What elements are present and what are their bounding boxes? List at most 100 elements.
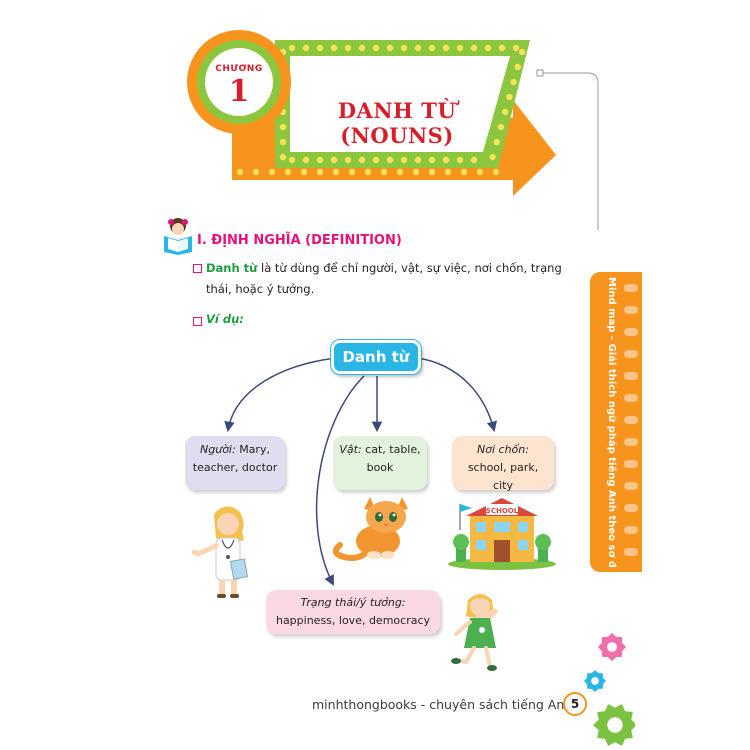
marquee-bulb xyxy=(476,168,484,176)
tab-stripe xyxy=(624,460,638,468)
node-thing-label: Vật: xyxy=(339,443,362,456)
node-state-text: happiness, love, democracy xyxy=(275,614,431,627)
marquee-bulb xyxy=(288,156,296,164)
marquee-bulb xyxy=(236,168,244,176)
side-tab-caption: Mind map - Giải thích ngữ pháp tiếng Anh… xyxy=(606,277,617,567)
marquee-bulb xyxy=(428,168,436,176)
marquee-bulb xyxy=(302,44,310,52)
marquee-bulb xyxy=(372,156,380,164)
girl-illustration xyxy=(451,594,498,671)
tab-stripe xyxy=(624,394,638,402)
marquee-bulb xyxy=(400,156,408,164)
marquee-bulb xyxy=(288,44,296,52)
marquee-bulb xyxy=(456,44,464,52)
node-person-label: Người: xyxy=(200,443,236,456)
marquee-bulb xyxy=(358,156,366,164)
marquee-bulb xyxy=(348,168,356,176)
tab-stripe xyxy=(624,328,638,336)
marquee-bulb xyxy=(414,156,422,164)
marquee-bulb xyxy=(460,168,468,176)
tab-stripe xyxy=(624,438,638,446)
marquee-bulb xyxy=(489,153,496,161)
side-tab-pattern xyxy=(624,284,638,556)
banner-frame xyxy=(275,40,530,168)
marquee-bulb xyxy=(484,44,492,52)
arrow-to-state xyxy=(315,375,365,586)
connector-line xyxy=(536,69,599,230)
marquee-bulb xyxy=(279,123,287,131)
gear-pink-icon xyxy=(598,633,626,661)
node-place-text: school, park, city xyxy=(467,461,539,492)
marquee-bulb xyxy=(386,156,394,164)
mindmap-root: Danh từ xyxy=(331,340,421,374)
gear-blue-icon xyxy=(584,670,606,692)
node-person-text: Mary, teacher, doctor xyxy=(192,443,278,474)
marquee-bulb xyxy=(492,168,500,176)
marquee-bulb xyxy=(470,156,478,164)
marquee-bulb xyxy=(316,156,324,164)
marquee-bulb xyxy=(330,156,338,164)
marquee-bulb xyxy=(510,78,517,86)
footer-publisher: minhthongbooks - chuyên sách tiếng Anh xyxy=(312,697,573,712)
marquee-bulb xyxy=(497,123,505,131)
marquee-bulb xyxy=(514,63,521,71)
chapter-title: DANH TỪ (NOUNS) xyxy=(337,98,457,148)
marquee-bulb xyxy=(396,168,404,176)
marquee-bulb xyxy=(364,168,372,176)
marquee-bulb xyxy=(498,44,506,52)
tab-stripe xyxy=(624,504,638,512)
marquee-bulb xyxy=(332,168,340,176)
mindmap-node-place: Nơi chốn: school, park, city xyxy=(452,436,554,492)
definition-text: là từ dùng để chỉ người, vật, sự việc, n… xyxy=(206,261,562,296)
marquee-bulb xyxy=(344,44,352,52)
marquee-bulb xyxy=(300,168,308,176)
marquee-bulb xyxy=(502,108,509,116)
tab-stripe xyxy=(624,372,638,380)
marquee-bulb xyxy=(268,168,276,176)
marquee-bulb xyxy=(386,44,394,52)
example-label: Ví dụ: xyxy=(206,312,244,326)
bullet-icon xyxy=(193,264,202,273)
marquee-bulb xyxy=(412,168,420,176)
marquee-bulb xyxy=(444,168,452,176)
tab-stripe xyxy=(624,416,638,424)
marquee-bulb xyxy=(428,156,436,164)
marquee-bulb xyxy=(428,44,436,52)
marquee-bulb xyxy=(372,44,380,52)
tab-stripe xyxy=(624,482,638,490)
marquee-bulb xyxy=(279,153,287,161)
tab-stripe xyxy=(624,548,638,556)
cat-illustration xyxy=(332,497,408,561)
marquee-bulb xyxy=(344,156,352,164)
marquee-bulb xyxy=(284,168,292,176)
school-illustration: SCHOOL xyxy=(448,498,556,570)
chapter-banner xyxy=(187,30,599,230)
definition-term: Danh từ xyxy=(206,261,258,275)
marquee-bulb xyxy=(358,44,366,52)
marquee-bulb xyxy=(316,168,324,176)
chapter-number: 1 xyxy=(228,74,250,109)
marquee-bulb xyxy=(414,44,422,52)
tab-stripe xyxy=(624,306,638,314)
marquee-bulb xyxy=(442,156,450,164)
arrow-to-person xyxy=(224,357,337,433)
arrow-to-place xyxy=(417,357,497,433)
definition-paragraph: Danh từ là từ dùng để chỉ người, vật, sự… xyxy=(206,258,591,300)
tab-stripe xyxy=(624,284,638,292)
kid-reading-icon xyxy=(164,218,192,255)
chapter-emblem xyxy=(187,30,291,134)
mindmap-node-person: Người: Mary, teacher, doctor xyxy=(185,436,285,490)
mindmap-node-thing: Vật: cat, table, book xyxy=(333,436,427,490)
tab-stripe xyxy=(624,350,638,358)
marquee-bulb xyxy=(518,48,526,56)
page-number: 5 xyxy=(563,692,587,716)
marquee-bulb xyxy=(330,44,338,52)
marquee-bulb xyxy=(400,44,408,52)
tab-stripe xyxy=(624,526,638,534)
marquee-bulb xyxy=(493,138,500,146)
marquee-bulb xyxy=(302,156,310,164)
node-state-label: Trạng thái/ý tưởng: xyxy=(300,596,406,609)
marquee-bulb xyxy=(512,44,520,52)
section-title: I. ĐỊNH NGHĨA (DEFINITION) xyxy=(197,233,402,248)
